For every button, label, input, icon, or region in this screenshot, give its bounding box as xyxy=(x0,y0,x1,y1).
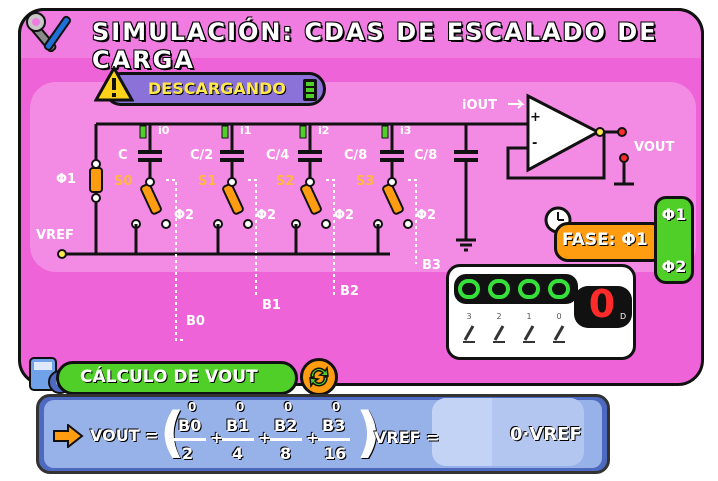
term-bit-1: 0 xyxy=(236,400,245,414)
bit-switch-2[interactable] xyxy=(492,322,506,344)
switch-label-2: S2 xyxy=(276,174,295,189)
formula-result: 0·VREF xyxy=(510,424,582,445)
cap-col-2 xyxy=(291,124,331,254)
switch-label-1: S1 xyxy=(198,174,217,189)
bit-label-0: B0 xyxy=(186,314,205,329)
switch-label-3: S3 xyxy=(356,174,375,189)
decimal-display xyxy=(574,286,632,328)
bit-switch-0[interactable] xyxy=(552,322,566,344)
formula-vref: VREF = xyxy=(374,428,440,447)
term-den-3: 16 xyxy=(324,444,347,463)
phi2-label-1: Φ2 xyxy=(256,208,277,223)
cap-label-1: C/2 xyxy=(190,148,214,163)
term-num-3: B3 xyxy=(322,416,346,435)
op-amp xyxy=(526,93,602,173)
page-title: SIMULACIÓN: CDAS DE ESCALADO DE CARGA xyxy=(92,18,658,74)
fraction-bar-2 xyxy=(270,438,302,441)
decimal-subscript: D xyxy=(620,312,627,321)
refresh-button[interactable] xyxy=(300,358,338,396)
phase-label: FASE: Φ1 xyxy=(562,230,648,250)
term-num-1: B1 xyxy=(226,416,250,435)
bit-led-3 xyxy=(458,279,480,299)
status-text: DESCARGANDO xyxy=(148,79,286,98)
bit-index-1: 1 xyxy=(526,312,532,321)
switch-label-0: S0 xyxy=(114,174,133,189)
right-paren: ) xyxy=(356,401,381,464)
fraction-bar-1 xyxy=(222,438,254,441)
result-highlight xyxy=(432,398,492,466)
phi2-label-3: Φ2 xyxy=(416,208,437,223)
plus-label: + xyxy=(530,110,541,125)
cap-col-1 xyxy=(213,124,253,254)
phase-toggle-bottom[interactable]: Φ2 xyxy=(661,257,687,276)
fraction-bar-0 xyxy=(174,438,206,441)
decimal-value: 0 xyxy=(588,282,616,326)
plus-sign-2: + xyxy=(306,428,320,447)
bit-index-2: 2 xyxy=(496,312,502,321)
current-label-3: i3 xyxy=(400,124,412,137)
phase-toggle[interactable]: Φ1 Φ2 xyxy=(654,196,694,284)
cap-col-0 xyxy=(131,124,171,254)
bit-label-3: B3 xyxy=(422,258,441,273)
term-bit-2: 0 xyxy=(284,400,293,414)
battery-icon xyxy=(303,79,317,101)
wrench-screwdriver-icon xyxy=(26,12,71,53)
vout-label: VOUT xyxy=(634,140,675,155)
phi1-switch xyxy=(89,167,103,193)
term-num-0: B0 xyxy=(178,416,202,435)
phi1-label: Φ1 xyxy=(56,172,77,187)
phi2-label-0: Φ2 xyxy=(174,208,195,223)
iout-label: iOUT xyxy=(462,98,497,113)
term-bit-3: 0 xyxy=(332,400,341,414)
current-label-2: i2 xyxy=(318,124,330,137)
formula-lhs: VOUT = xyxy=(90,426,159,445)
bit-label-1: B1 xyxy=(262,298,281,313)
vref-label: VREF xyxy=(36,228,74,243)
phi2-label-2: Φ2 xyxy=(334,208,355,223)
arrow-right-icon xyxy=(53,424,84,448)
title-bar xyxy=(18,8,704,58)
term-den-1: 4 xyxy=(232,444,244,463)
term-den-2: 8 xyxy=(280,444,292,463)
bit-index-0: 0 xyxy=(556,312,562,321)
calc-header xyxy=(56,361,298,395)
refresh-icon xyxy=(309,365,329,389)
bit-led-0 xyxy=(548,279,570,299)
minus-label: - xyxy=(532,136,538,151)
cap-label-0: C xyxy=(118,148,128,163)
current-label-0: i0 xyxy=(158,124,170,137)
term-den-0: 2 xyxy=(182,444,194,463)
cap-label-terminator: C/8 xyxy=(414,148,438,163)
plus-sign-0: + xyxy=(210,428,224,447)
bit-switch-1[interactable] xyxy=(522,322,536,344)
plus-sign-1: + xyxy=(258,428,272,447)
bit-led-1 xyxy=(518,279,540,299)
calc-label: CÁLCULO DE VOUT xyxy=(80,367,258,387)
current-label-1: i1 xyxy=(240,124,252,137)
term-bit-0: 0 xyxy=(188,400,197,414)
bit-switch-3[interactable] xyxy=(462,322,476,344)
cap-label-3: C/8 xyxy=(344,148,368,163)
phase-toggle-top[interactable]: Φ1 xyxy=(661,205,687,224)
cap-label-2: C/4 xyxy=(266,148,290,163)
warning-icon xyxy=(94,66,134,102)
term-num-2: B2 xyxy=(274,416,298,435)
bit-index-3: 3 xyxy=(466,312,472,321)
left-paren: ( xyxy=(160,401,185,464)
bit-label-2: B2 xyxy=(340,284,359,299)
bit-led-2 xyxy=(488,279,510,299)
cap-col-3 xyxy=(373,124,413,254)
fraction-bar-3 xyxy=(318,438,350,441)
phase-display xyxy=(554,222,666,262)
phase-value: Φ1 xyxy=(621,230,648,250)
